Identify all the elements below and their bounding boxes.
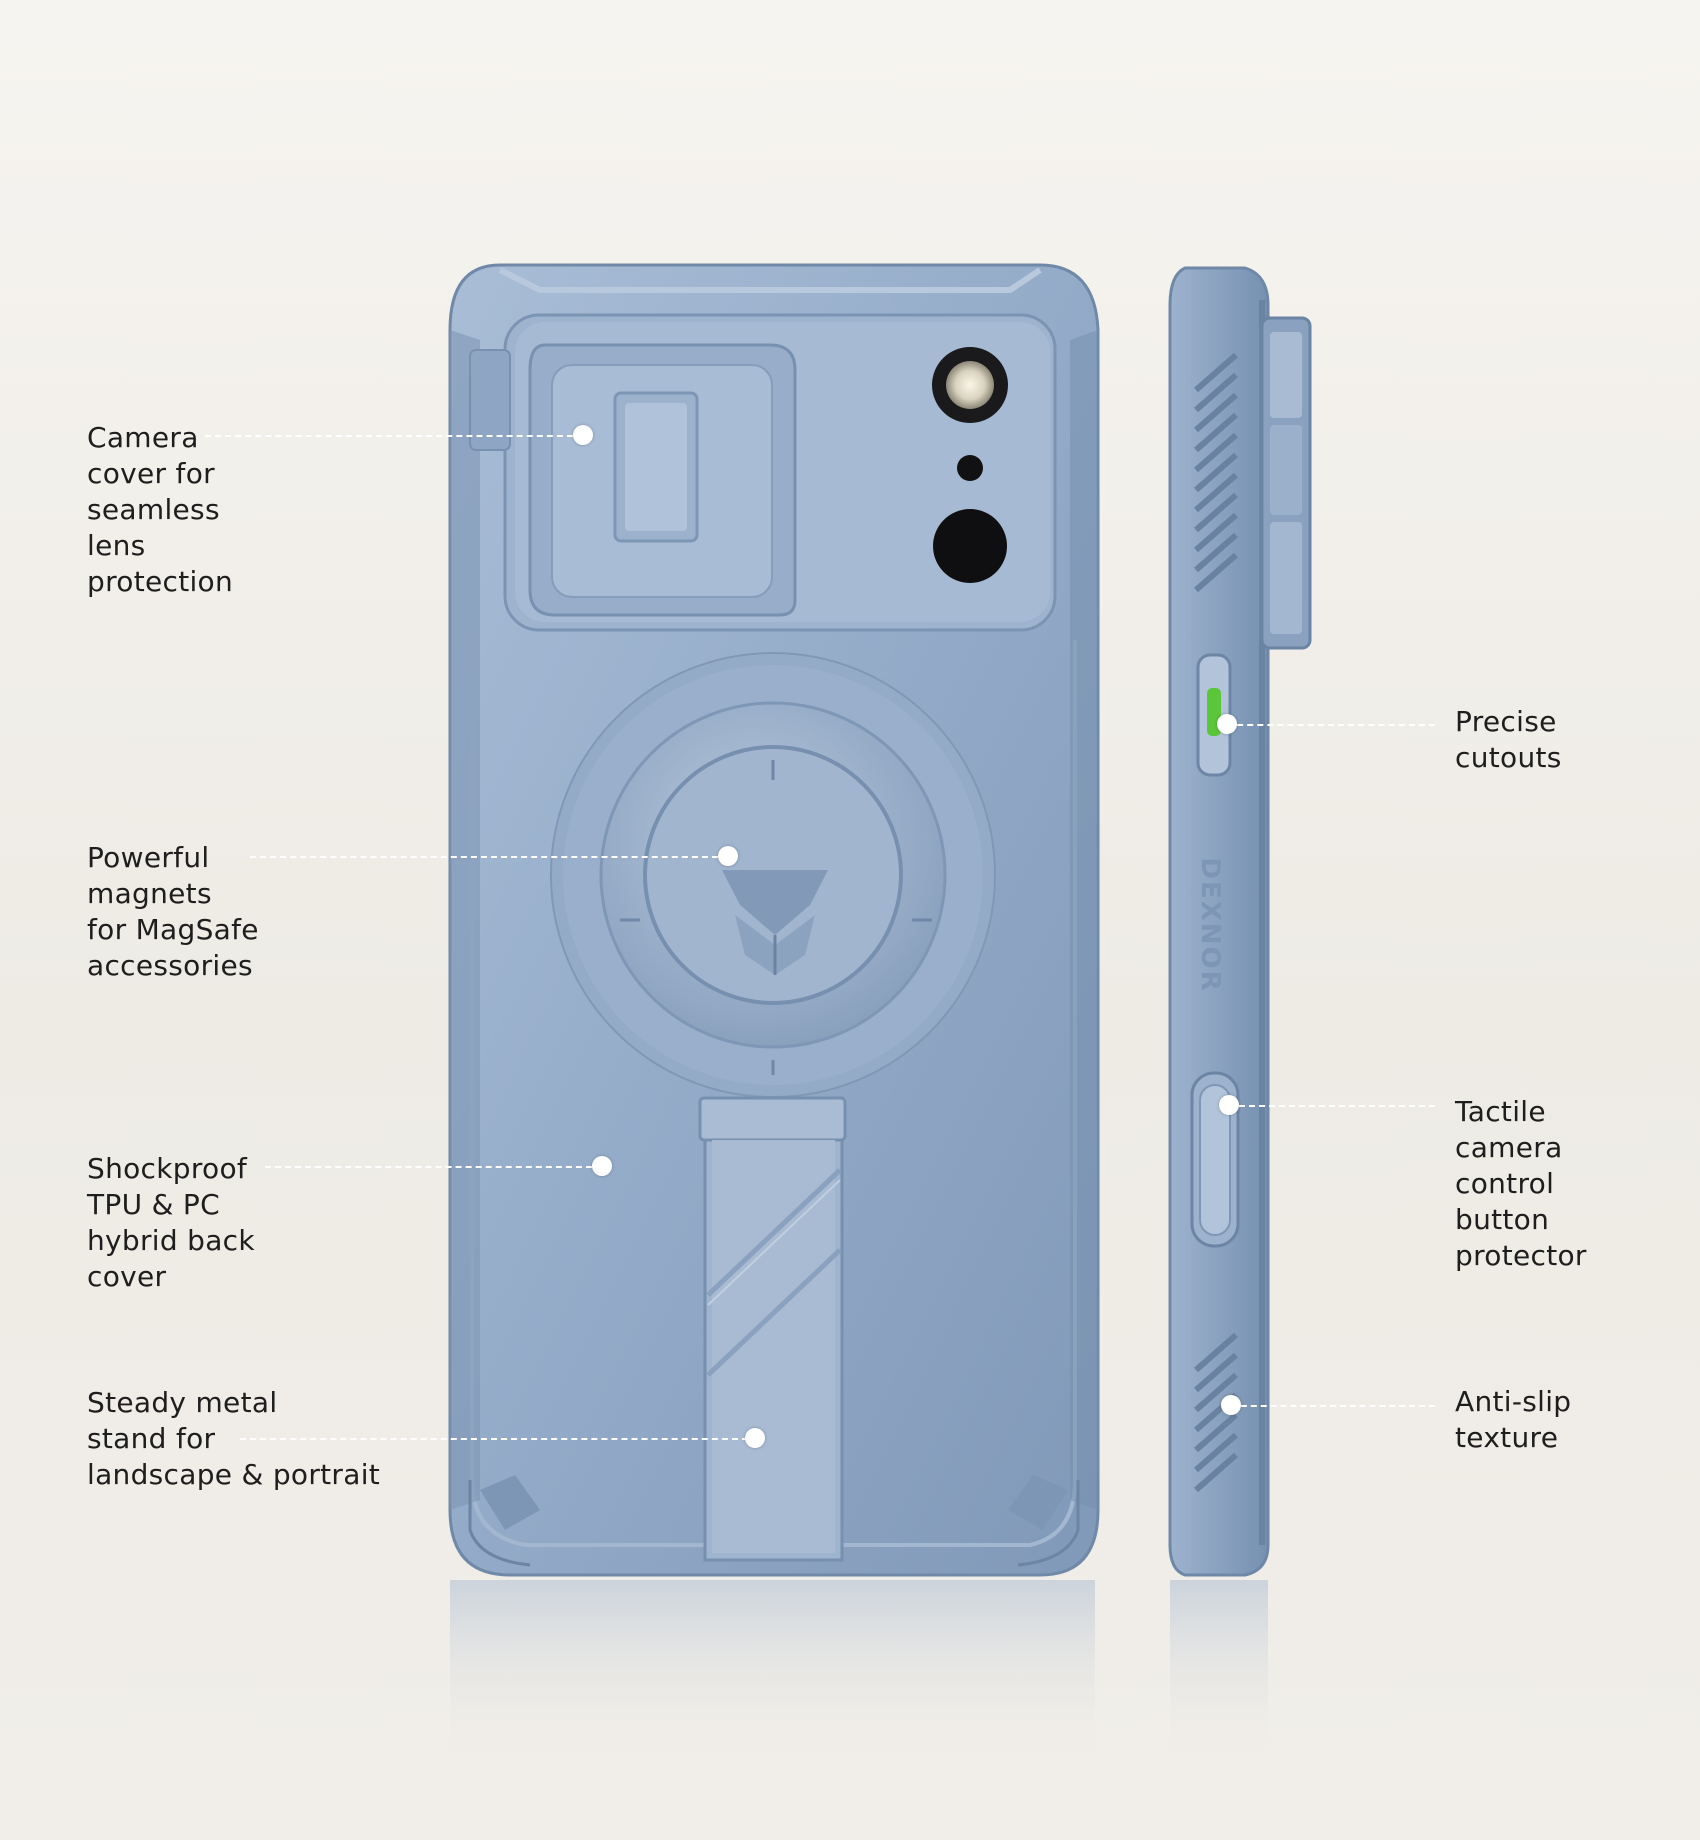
lens-cutout (933, 509, 1007, 583)
callout-stand: Steady metal stand for landscape & portr… (87, 1386, 381, 1491)
brand-shield-logo (722, 870, 828, 975)
callout-anti-slip: Anti-slip texture (1455, 1385, 1572, 1454)
case-reflection (450, 1580, 1268, 1760)
callout-dot-anti-slip (1221, 1395, 1241, 1415)
case-back-view (448, 263, 1100, 1577)
flash-lens (932, 347, 1008, 423)
callout-line-cutouts (1227, 724, 1435, 726)
callout-line-shockproof (265, 1166, 602, 1168)
callout-magnets: Powerful magnets for MagSafe accessories (87, 841, 259, 982)
callout-line-camera-control (1229, 1105, 1435, 1107)
metal-kickstand (698, 1096, 847, 1562)
callout-dot-shockproof (592, 1156, 612, 1176)
microphone-hole (957, 455, 983, 481)
callout-dot-cutouts (1217, 714, 1237, 734)
callout-line-camera-cover (205, 435, 583, 437)
action-button-cutout (1196, 653, 1232, 777)
callout-dot-magnets (718, 846, 738, 866)
callout-camera-cover: Camera cover for seamless lens protectio… (87, 421, 234, 598)
anti-slip-ridges-top (1194, 352, 1238, 593)
callout-line-stand (240, 1438, 758, 1440)
camera-slide-cover (528, 343, 797, 617)
callout-line-anti-slip (1231, 1405, 1435, 1407)
callout-shockproof: Shockproof TPU & PC hybrid back cover (87, 1152, 255, 1293)
callout-cutouts: Precise cutouts (1455, 705, 1562, 774)
case-side-view: DEXNOR (1168, 266, 1312, 1577)
callout-dot-camera-cover (573, 425, 593, 445)
callout-dot-camera-control (1219, 1095, 1239, 1115)
magsafe-ring (550, 652, 996, 1098)
camera-control-button-protector (1190, 1071, 1240, 1248)
side-brand-text: DEXNOR (1195, 857, 1225, 992)
camera-bump-side (1260, 316, 1312, 650)
callout-line-magnets (250, 856, 728, 858)
callout-dot-stand (745, 1428, 765, 1448)
callout-camera-control: Tactile camera control button protector (1455, 1095, 1587, 1272)
camera-module (469, 313, 1057, 632)
